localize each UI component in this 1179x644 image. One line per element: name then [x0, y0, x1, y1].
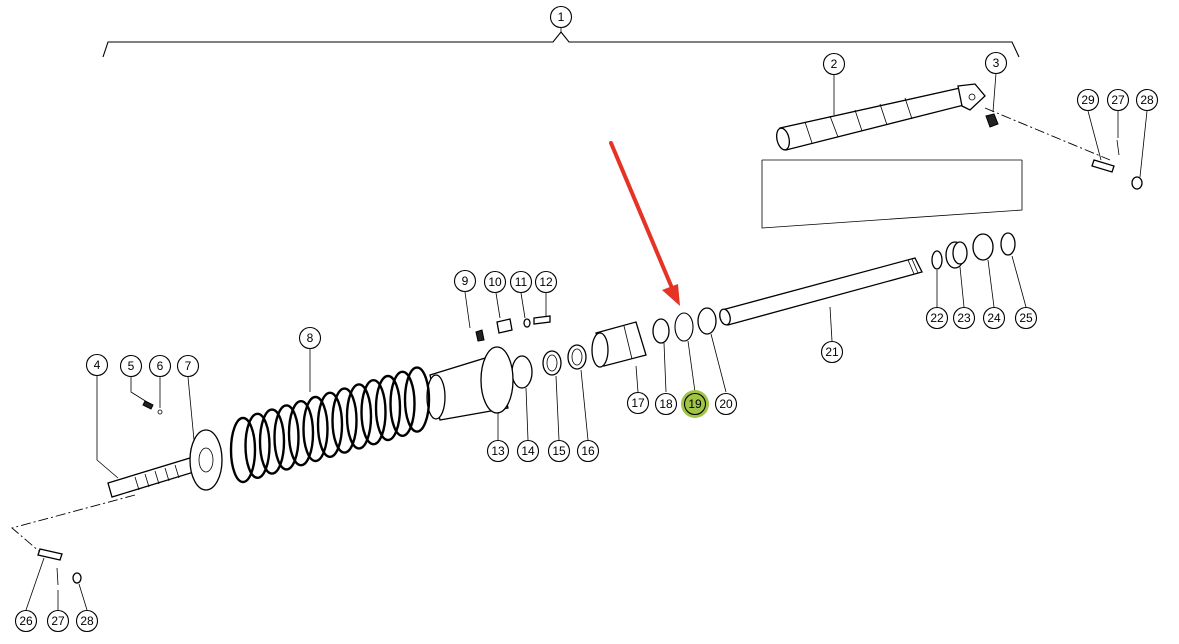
- svg-text:19: 19: [688, 397, 702, 411]
- right-ring-group: [931, 232, 1016, 270]
- threaded-rod-assembly: [107, 400, 223, 498]
- spring-coil: [374, 374, 402, 442]
- callout-13: 13: [486, 439, 510, 463]
- callout-10: 10: [483, 270, 507, 294]
- svg-text:5: 5: [128, 359, 135, 373]
- svg-text:18: 18: [659, 397, 673, 411]
- middle-ring-group: [652, 307, 717, 344]
- spring-coil: [403, 366, 431, 433]
- part-nut: [591, 321, 647, 368]
- svg-text:28: 28: [80, 614, 94, 628]
- callout-29: 29: [1076, 88, 1100, 112]
- callout-22: 22: [925, 306, 949, 330]
- svg-text:20: 20: [719, 397, 733, 411]
- callout-3: 3: [984, 51, 1008, 75]
- svg-text:3: 3: [993, 56, 1000, 70]
- spring-coil: [389, 370, 416, 437]
- callout-18: 18: [654, 392, 678, 416]
- spring-coil: [316, 391, 344, 458]
- callout-17: 17: [626, 391, 650, 415]
- callout-8: 8: [298, 326, 322, 350]
- red-arrow: [609, 141, 680, 306]
- part-outer-tube: [776, 83, 986, 151]
- leader-lines: [25, 28, 1148, 611]
- bushing-group: [542, 344, 587, 376]
- callout-28-right: 28: [1135, 88, 1159, 112]
- callout-28-left: 28: [75, 609, 99, 633]
- svg-text:14: 14: [521, 444, 535, 458]
- svg-text:16: 16: [581, 444, 595, 458]
- callout-14: 14: [516, 439, 540, 463]
- callout-26: 26: [14, 609, 38, 633]
- spring-coil: [345, 383, 373, 450]
- callout-11: 11: [509, 270, 533, 294]
- svg-text:27: 27: [51, 614, 65, 628]
- svg-text:6: 6: [157, 359, 164, 373]
- svg-text:8: 8: [307, 331, 314, 345]
- part-spring: [229, 366, 431, 484]
- svg-text:29: 29: [1081, 93, 1095, 107]
- spring-coil: [229, 416, 257, 484]
- callout-19: 19: [683, 392, 707, 416]
- svg-text:1: 1: [558, 10, 565, 24]
- svg-text:4: 4: [94, 358, 101, 372]
- callout-1: 1: [549, 5, 573, 29]
- part-housing: [426, 346, 514, 421]
- spring-coil: [302, 395, 329, 463]
- callout-25: 25: [1014, 306, 1038, 330]
- callout-12: 12: [534, 270, 558, 294]
- svg-text:28: 28: [1140, 93, 1154, 107]
- spring-coil: [273, 404, 300, 471]
- part-washer: [511, 355, 533, 389]
- svg-text:11: 11: [515, 275, 528, 289]
- svg-text:23: 23: [957, 311, 971, 325]
- callout-highlight: [681, 390, 709, 418]
- svg-text:2: 2: [831, 57, 838, 71]
- callout-24: 24: [982, 306, 1006, 330]
- centerlines: [11, 107, 1111, 553]
- callout-27-left: 27: [46, 609, 70, 633]
- small-hardware-group: [475, 315, 551, 342]
- callout-27-right: 27: [1106, 88, 1130, 112]
- svg-text:7: 7: [185, 359, 192, 373]
- part-grease-nipple: [985, 113, 999, 128]
- svg-text:24: 24: [987, 311, 1001, 325]
- assembly-bracket: [102, 31, 1020, 58]
- svg-text:22: 22: [930, 311, 944, 325]
- callout-20: 20: [714, 392, 738, 416]
- svg-text:10: 10: [488, 275, 502, 289]
- svg-text:21: 21: [825, 345, 839, 359]
- svg-text:12: 12: [539, 275, 553, 289]
- svg-text:13: 13: [491, 444, 505, 458]
- svg-text:9: 9: [462, 274, 469, 288]
- callout-7: 7: [176, 354, 200, 378]
- svg-text:27: 27: [1111, 93, 1125, 107]
- callout-4: 4: [85, 353, 109, 377]
- pin-group-right: [1091, 139, 1143, 190]
- spring-coil: [360, 379, 387, 446]
- spring-coil: [287, 400, 315, 467]
- spring-coil: [244, 412, 271, 479]
- svg-text:17: 17: [631, 396, 645, 410]
- pin-group-left: [37, 548, 82, 586]
- callout-2: 2: [822, 52, 846, 76]
- callout-23: 23: [952, 306, 976, 330]
- spring-coil: [258, 408, 286, 475]
- callout-21: 21: [820, 340, 844, 364]
- svg-text:15: 15: [552, 444, 566, 458]
- svg-text:26: 26: [19, 614, 33, 628]
- callout-9: 9: [453, 269, 477, 293]
- spring-coil: [331, 387, 358, 454]
- callout-15: 15: [547, 439, 571, 463]
- callout-5: 5: [119, 354, 143, 378]
- callout-6: 6: [148, 354, 172, 378]
- callout-16: 16: [576, 439, 600, 463]
- svg-text:25: 25: [1019, 311, 1033, 325]
- part-inner-rod: [719, 257, 923, 326]
